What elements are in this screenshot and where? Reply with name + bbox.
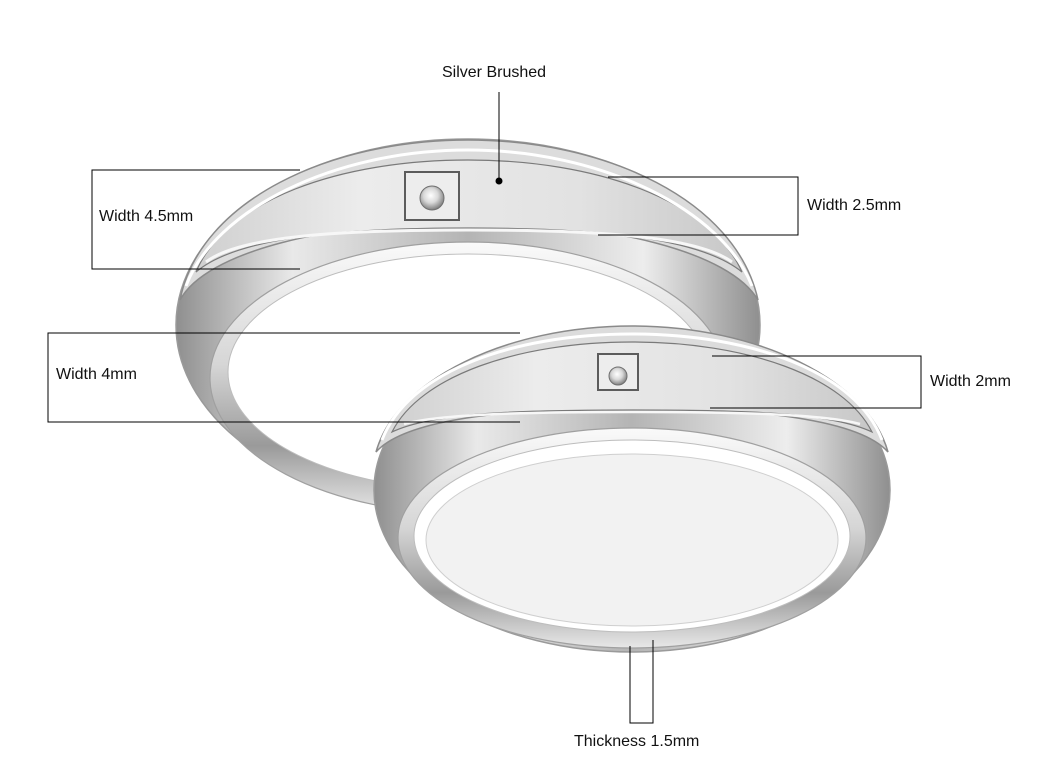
thickness-label: Thickness 1.5mm	[574, 733, 700, 750]
small-ring-width-bracket	[47, 332, 520, 423]
large-ring-width-label: Width 4.5mm	[99, 208, 194, 225]
small-ring-diamond	[608, 366, 628, 386]
small-ring-width-label: Width 4mm	[56, 366, 137, 383]
small-groove-width-label: Width 2mm	[930, 373, 1011, 390]
material-leader-dot	[495, 177, 503, 185]
large-groove-width-label: Width 2.5mm	[807, 197, 902, 214]
large-ring-diamond	[419, 185, 445, 211]
small-ring	[373, 325, 891, 653]
thickness-bracket	[629, 640, 654, 724]
large-ring-width-bracket	[91, 169, 300, 270]
material-label: Silver Brushed	[442, 64, 547, 81]
large-groove-width-bracket	[598, 176, 799, 236]
small-groove-width-bracket	[710, 355, 922, 409]
annotation-lines	[47, 92, 922, 724]
